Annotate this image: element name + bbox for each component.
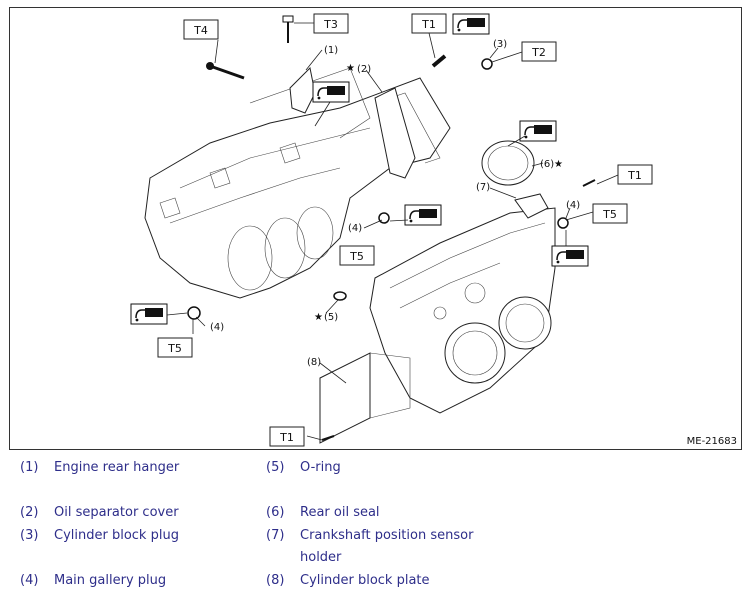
bolt-t1-top	[431, 54, 447, 68]
svg-text:T5: T5	[349, 250, 364, 263]
svg-text:T1: T1	[627, 169, 642, 182]
svg-text:T4: T4	[193, 24, 208, 37]
oil-separator-cover	[374, 87, 416, 179]
bolt-t4	[206, 62, 245, 80]
exploded-diagram: T4 T3 T1 T2 T1 T5 T5 T5	[9, 7, 742, 450]
callout-t4: T4	[183, 19, 219, 40]
part-label: (4)	[566, 200, 580, 211]
svg-text:T1: T1	[421, 18, 436, 31]
part-label: (1)	[324, 45, 338, 56]
part-label: (8)	[307, 357, 321, 368]
bolt-t3	[282, 15, 294, 43]
rear-oil-seal	[481, 140, 535, 186]
engine-rear-hanger	[289, 66, 316, 114]
right-block-half	[369, 207, 556, 414]
plug-4-mid	[378, 212, 390, 224]
diagram-canvas: T4 T3 T1 T2 T1 T5 T5 T5	[130, 13, 653, 447]
part-label: (4)	[210, 322, 224, 333]
callout-t3: T3	[313, 13, 349, 34]
plug-3	[481, 58, 493, 70]
callout-t1-bottom: T1	[269, 426, 305, 447]
part-label: (2)	[357, 64, 371, 75]
callout-t1-top: T1	[411, 13, 447, 34]
star-icon: ★	[346, 63, 355, 74]
callout-t2: T2	[521, 41, 557, 62]
plug-4-right	[557, 217, 569, 229]
callout-t1-right: T1	[617, 164, 653, 185]
svg-text:T5: T5	[167, 342, 182, 355]
figure-id: ME-21683	[686, 436, 737, 447]
part-label: (6)	[540, 159, 554, 170]
svg-text:T1: T1	[279, 431, 294, 444]
callout-t5-right: T5	[592, 203, 628, 224]
oil-can-icon	[452, 13, 490, 35]
plug-4-left	[187, 306, 201, 320]
star-icon: ★	[554, 159, 563, 170]
part-label: (7)	[476, 182, 490, 193]
oil-can-icon	[551, 245, 589, 267]
oil-can-icon	[130, 303, 168, 325]
svg-text:T3: T3	[323, 18, 338, 31]
callout-t5-left: T5	[157, 337, 193, 358]
o-ring-5	[333, 291, 347, 301]
part-label: (4)	[348, 223, 362, 234]
crank-sensor-holder	[514, 193, 549, 219]
oil-can-icon	[519, 120, 557, 142]
bolt-t1-right	[582, 179, 596, 187]
oil-can-icon	[404, 204, 442, 226]
callout-t5-mid: T5	[339, 245, 375, 266]
cylinder-block-plate	[319, 352, 371, 444]
part-label: (5)	[324, 312, 338, 323]
part-label: (3)	[493, 39, 507, 50]
parts-legend: (1) Engine rear hanger (2) Oil separator…	[20, 460, 474, 588]
svg-text:T2: T2	[531, 46, 546, 59]
oil-can-icon	[312, 81, 350, 103]
svg-text:T5: T5	[602, 208, 617, 221]
star-icon: ★	[314, 312, 323, 323]
bolt-t1-bottom	[321, 435, 335, 441]
